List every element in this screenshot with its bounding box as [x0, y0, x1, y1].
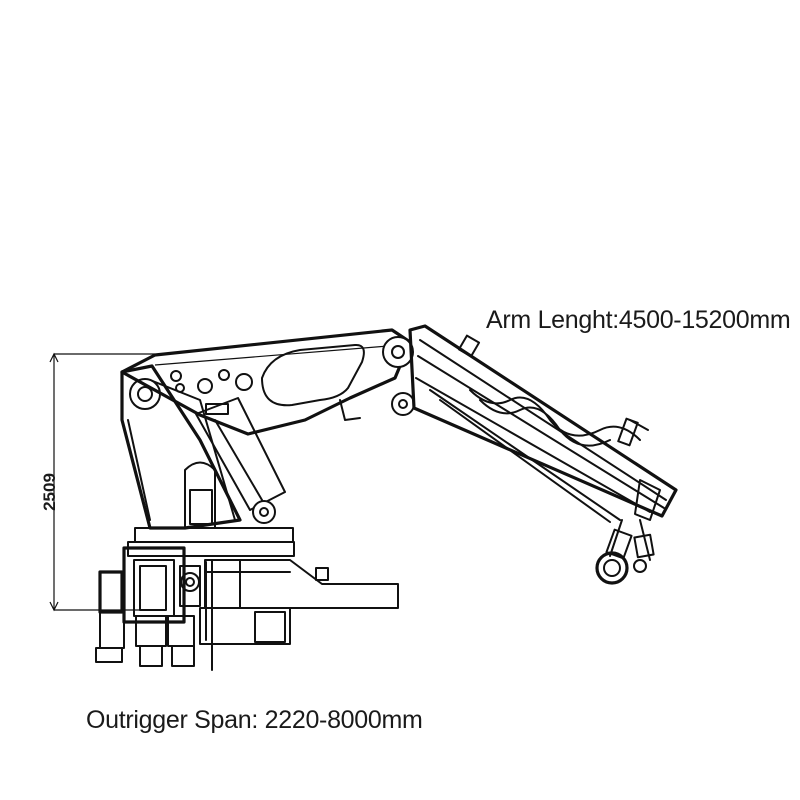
height-dimension-label: 2509	[40, 473, 59, 511]
main-boom	[120, 328, 415, 436]
arm-length-label: Arm Lenght:4500-15200mm	[486, 306, 791, 334]
hook-block	[595, 519, 655, 585]
telescopic-boom	[408, 324, 678, 523]
base-frame	[95, 527, 399, 671]
luffing-cylinder	[195, 397, 286, 524]
height-dimension	[49, 352, 155, 612]
crane-column	[120, 364, 242, 530]
outrigger-span-label: Outrigger Span: 2220-8000mm	[86, 706, 423, 734]
